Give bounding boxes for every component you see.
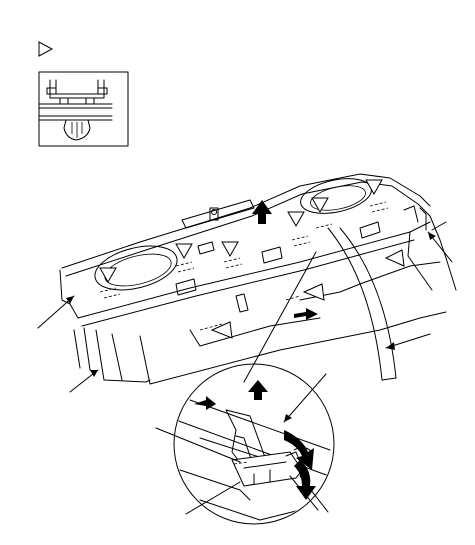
clip-location-markers: [99, 179, 383, 284]
left-speaker-opening: [94, 245, 178, 291]
callout-lines: [37, 221, 453, 515]
callout-line-right-pillar: [431, 221, 447, 231]
detail-up-arrow-icon: [248, 380, 268, 400]
detail-leader-line: [243, 251, 317, 383]
clip-inset: [38, 41, 129, 147]
detail-curved-arrow-upper-icon: [284, 430, 314, 470]
detail-left-arrow-icon: [194, 396, 216, 410]
right-speaker-opening: [300, 178, 372, 214]
seat-belt-guide: [327, 227, 383, 381]
callout-line-detail-upper: [283, 373, 327, 423]
lift-arrow-icon: [252, 200, 272, 224]
detail-circle: [173, 251, 335, 525]
center-light-housing: [181, 199, 255, 229]
inset-marker-triangle-icon: [38, 41, 54, 57]
callout-line-detail-lower: [185, 481, 241, 515]
removal-arrows: [252, 200, 318, 320]
clip-marker-triangle: [384, 249, 405, 267]
callout-line-left-upper: [37, 295, 75, 329]
rear-shelf-assembly: [59, 173, 457, 385]
inset-frame: [38, 71, 129, 147]
callout-line-detail-right: [289, 475, 319, 511]
callout-line-detail-left: [155, 427, 241, 463]
detail-circle-frame: [173, 363, 335, 525]
pull-arrow-icon: [294, 308, 318, 320]
